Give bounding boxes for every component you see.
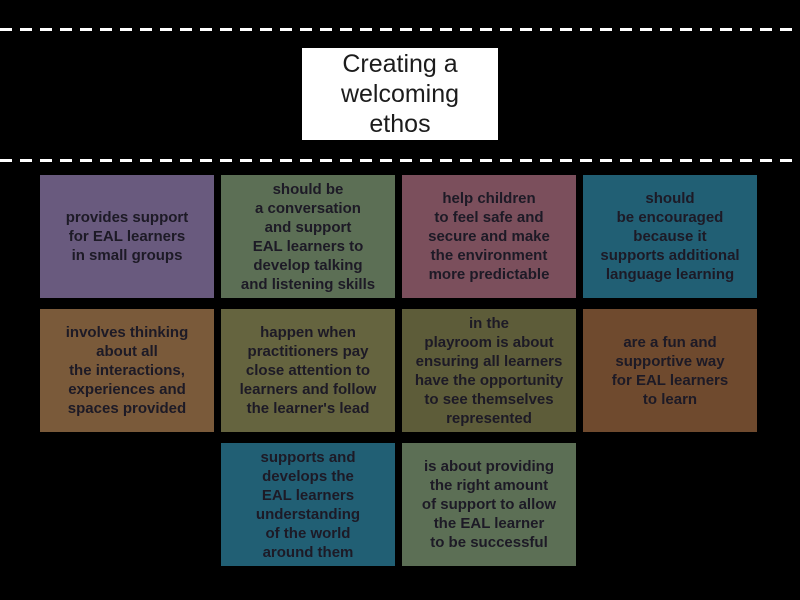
- tile-2[interactable]: should be a conversation and support EAL…: [221, 175, 395, 298]
- dashed-divider-bottom: [0, 159, 800, 162]
- tile-5[interactable]: involves thinking about all the interact…: [40, 309, 214, 432]
- tile-8[interactable]: are a fun and supportive way for EAL lea…: [583, 309, 757, 432]
- tile-3[interactable]: help children to feel safe and secure an…: [402, 175, 576, 298]
- tile-7[interactable]: in the playroom is about ensuring all le…: [402, 309, 576, 432]
- dashed-divider-top: [0, 28, 800, 31]
- tile-9[interactable]: supports and develops the EAL learners u…: [221, 443, 395, 566]
- title-card: Creating a welcoming ethos: [302, 48, 498, 140]
- tile-6[interactable]: happen when practitioners pay close atte…: [221, 309, 395, 432]
- tile-1[interactable]: provides support for EAL learners in sma…: [40, 175, 214, 298]
- tile-4[interactable]: should be encouraged because it supports…: [583, 175, 757, 298]
- tile-grid: provides support for EAL learners in sma…: [40, 175, 757, 566]
- tile-10[interactable]: is about providing the right amount of s…: [402, 443, 576, 566]
- activity-title: Creating a welcoming ethos: [340, 50, 460, 138]
